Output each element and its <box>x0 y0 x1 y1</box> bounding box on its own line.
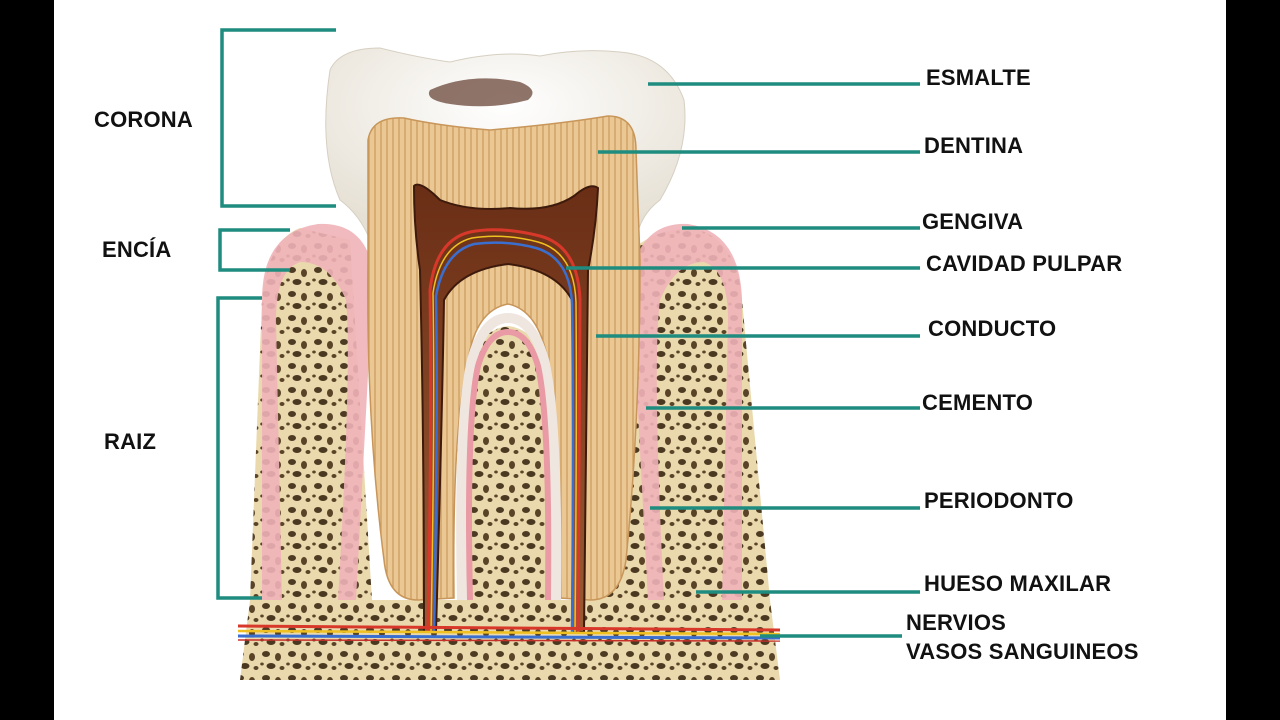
caries <box>428 78 533 107</box>
label-conducto: CONDUCTO <box>928 316 1057 341</box>
label-dentina: DENTINA <box>924 133 1024 158</box>
gum-right <box>632 223 742 601</box>
label-hueso-maxilar: HUESO MAXILAR <box>924 571 1112 596</box>
nerve <box>430 235 578 633</box>
label-esmalte: ESMALTE <box>926 65 1031 90</box>
label-gengiva: GENGIVA <box>922 209 1024 234</box>
label-cavidad-pulpar: CAVIDAD PULPAR <box>926 251 1123 276</box>
label-periodonto: PERIODONTO <box>924 488 1074 513</box>
periodontal-inner <box>466 328 552 601</box>
leader-lines <box>566 82 920 638</box>
bracket-corona <box>220 28 336 208</box>
inter-root-bone <box>470 326 548 600</box>
artery <box>426 228 582 633</box>
label-encia: ENCÍA <box>102 237 172 262</box>
left-brackets <box>216 28 336 600</box>
cementum-inner <box>456 312 562 601</box>
bracket-raiz <box>216 296 262 600</box>
label-corona: CORONA <box>94 107 193 132</box>
vein <box>432 241 575 633</box>
bracket-encia <box>218 228 290 272</box>
label-nervios: NERVIOS <box>906 610 1007 635</box>
nerve-vessel-bundle <box>237 624 781 642</box>
label-raiz: RAIZ <box>104 429 157 454</box>
label-cemento: CEMENTO <box>922 390 1034 415</box>
gum-left <box>262 223 372 601</box>
label-vasos-sanguineos: VASOS SANGUINEOS <box>906 639 1139 664</box>
